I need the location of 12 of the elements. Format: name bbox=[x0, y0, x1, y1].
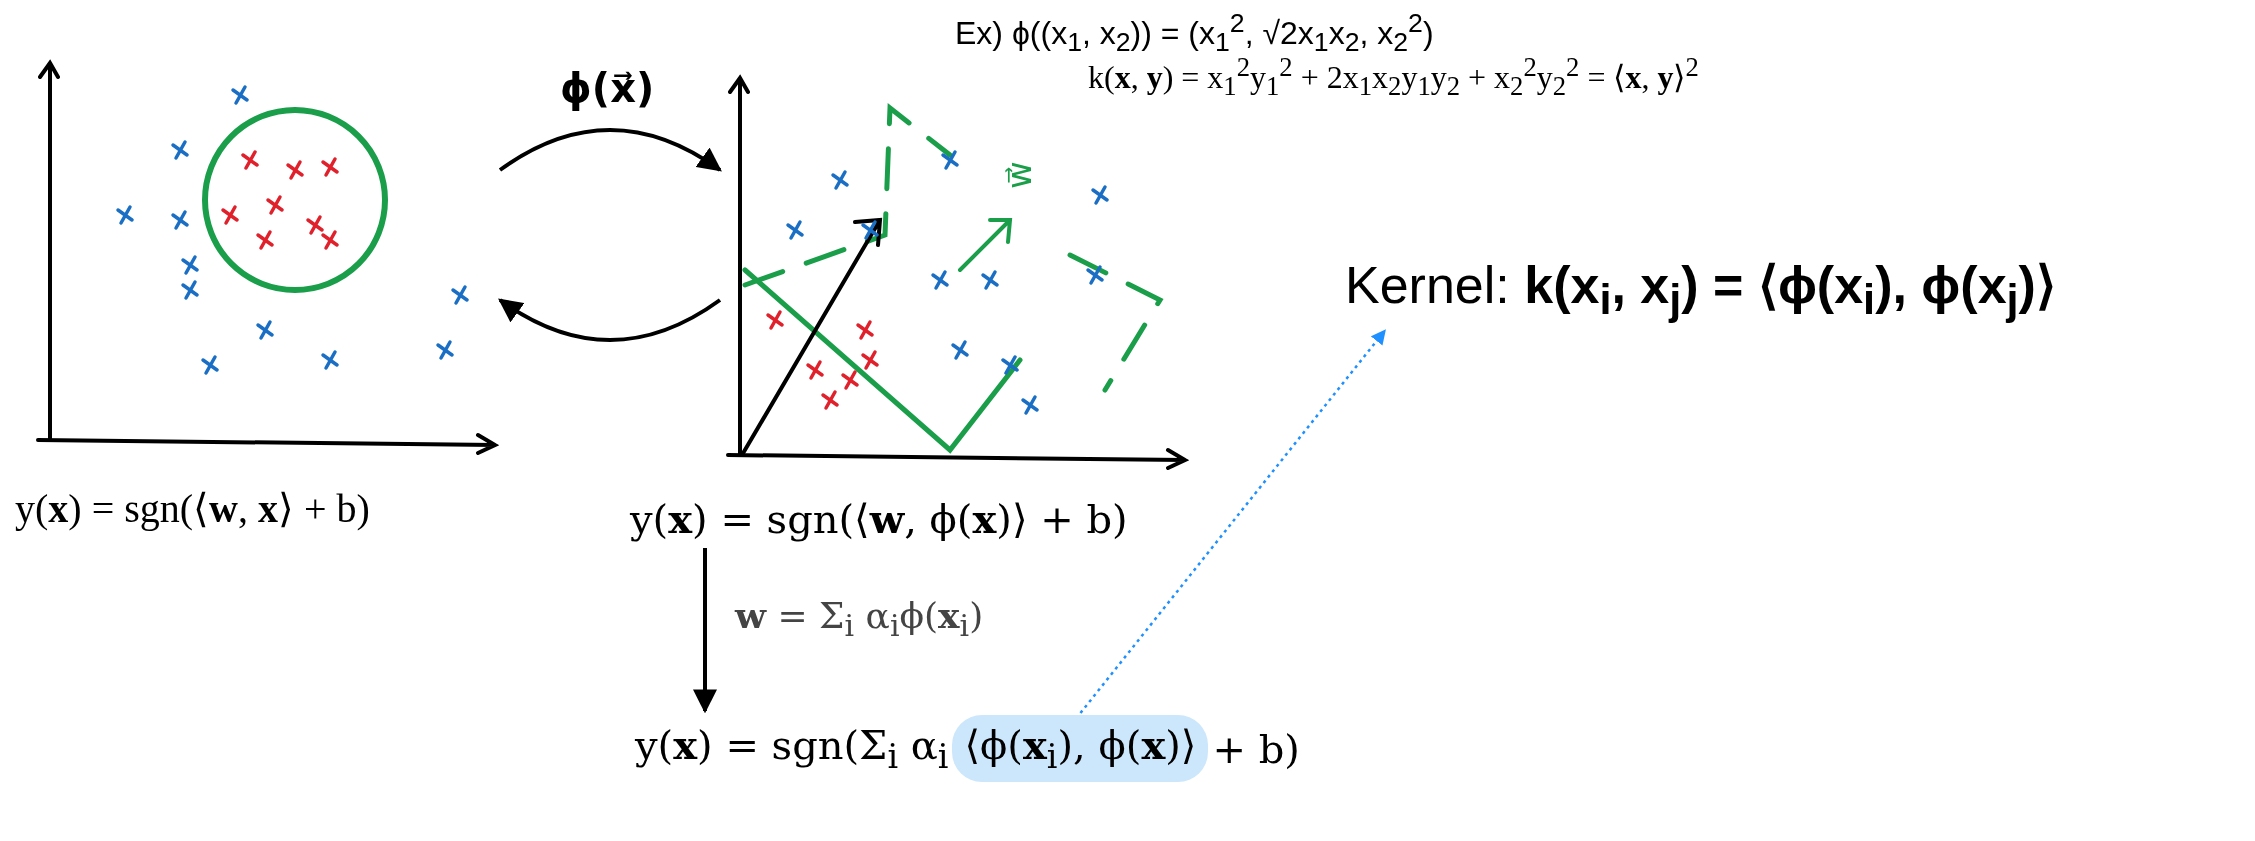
arrow bbox=[498, 298, 722, 342]
formula bbox=[635, 715, 1300, 782]
kernel-formula: Kernel: k(x$_{i}$, x$_{j}$) = ⟨ϕ(x$_{i}$), ϕ(x$_{j}$)⟩ bbox=[1345, 255, 2056, 325]
formula: y(x) = sgn(⟨w, ϕ(x)⟩ + b) bbox=[630, 495, 1128, 542]
arrow bbox=[498, 128, 722, 172]
vector-label: w⃗ bbox=[998, 161, 1039, 189]
formula-text: + b) bbox=[1212, 725, 1300, 772]
formula: y(x) = sgn(⟨w, x⟩ + b) bbox=[15, 485, 370, 532]
highlighted-term: ⟨ϕ(x$_{i}$), ϕ(x)⟩ bbox=[952, 715, 1209, 782]
formula-text: y(x) = sgn(Σ$_{i}$ α$_{i}$ bbox=[635, 721, 949, 776]
arrow bbox=[1079, 329, 1386, 714]
arrow bbox=[693, 548, 717, 714]
